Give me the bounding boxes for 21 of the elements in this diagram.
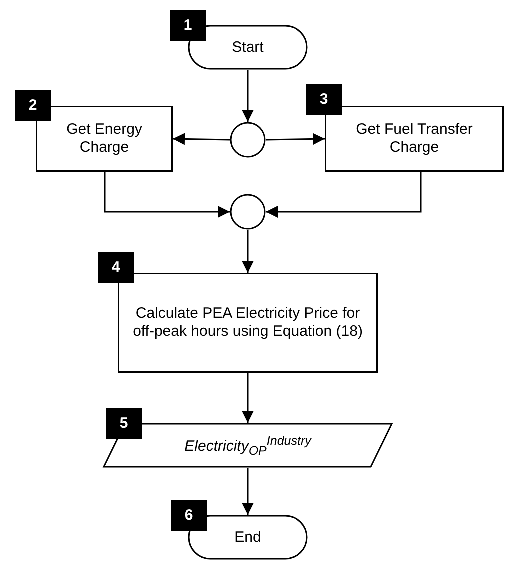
arrow — [266, 172, 422, 218]
arrow — [104, 172, 230, 218]
step-label: End — [234, 528, 262, 546]
arrow — [242, 468, 254, 515]
callout-number: 2 — [15, 90, 51, 121]
arrow — [172, 133, 230, 146]
circle-shape — [230, 122, 266, 158]
callout-number: 6 — [171, 500, 207, 531]
step-label: Calculate PEA Electricity Price for off-peak hours using Equation (18) — [132, 305, 364, 341]
callout-number: 3 — [306, 84, 342, 115]
callout-number: 4 — [98, 252, 134, 283]
arrow — [266, 133, 326, 146]
step-label: Start — [232, 38, 264, 56]
arrow — [242, 230, 254, 273]
circle-shape — [230, 194, 266, 230]
callout-number: 5 — [106, 408, 142, 439]
step-label: Get Fuel Transfer Charge — [355, 121, 474, 157]
arrow — [242, 373, 254, 423]
arrow — [242, 70, 254, 122]
callout-number: 1 — [170, 10, 206, 41]
step-label: Get Energy Charge — [66, 121, 144, 157]
